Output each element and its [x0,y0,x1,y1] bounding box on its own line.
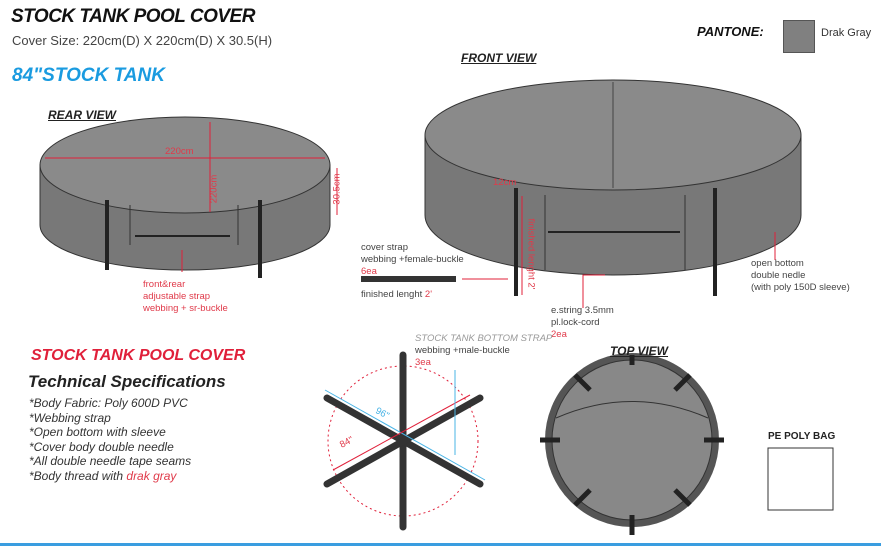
front-view-drawing [361,79,802,308]
finished-length-vertical: finished lenght 2' [525,218,537,290]
spec-item: *Open bottom with sleeve [29,425,166,439]
bottom-rule [0,543,881,546]
top-view-label: TOP VIEW [610,344,669,358]
poly-bag-label: PE POLY BAG [768,431,836,442]
poly-bag-box [767,447,834,511]
rear-width-dim: 220cm [165,146,194,157]
pantone-label: PANTONE: [697,24,764,39]
rear-view-label: REAR VIEW [48,108,117,122]
dim-12cm: 12cm [493,177,517,188]
specs-subtitle: Technical Specifications [28,372,226,391]
cord-note: e.string 3.5mm pl.lock-cord 2ea [551,305,614,340]
front-view-label: FRONT VIEW [461,51,537,65]
spec-item: *Cover body double needle [29,439,174,454]
page-title: STOCK TANK POOL COVER [11,6,255,27]
specs-title: STOCK TANK POOL COVER [31,347,246,364]
specs-list: *Body Fabric: Poly 600D PVC *Webbing str… [29,396,191,483]
spec-item: *Body thread with drak gray [29,468,177,483]
spec-item: *Webbing strap [29,410,111,425]
pantone-color-name: Drak Gray [821,27,872,39]
cover-size: Cover Size: 220cm(D) X 220cm(D) X 30.5(H… [12,33,273,48]
rear-strap-note: front&rear adjustable strap webbing + sr… [143,279,228,314]
bottom-strap-drawing [323,351,486,531]
rear-depth-dim: 220cm [208,174,220,204]
cover-strap-note: cover strap webbing +female-buckle 6ea [361,242,464,277]
bottom-strap-note: STOCK TANK BOTTOM STRAP webbing +male-bu… [415,333,553,368]
rear-view-drawing [39,116,338,278]
top-view-drawing [540,353,724,535]
finished-length-note: finished lenght 2' [361,289,433,300]
model-title: 84"STOCK TANK [12,65,165,86]
rear-height-dim: 30.5cm [331,173,343,205]
open-bottom-note: open bottom double nedle (with poly 150D… [751,258,850,293]
spec-item: *Body Fabric: Poly 600D PVC [29,396,188,410]
spec-item: *All double needle tape seams [29,454,192,468]
pantone-swatch [783,20,815,53]
